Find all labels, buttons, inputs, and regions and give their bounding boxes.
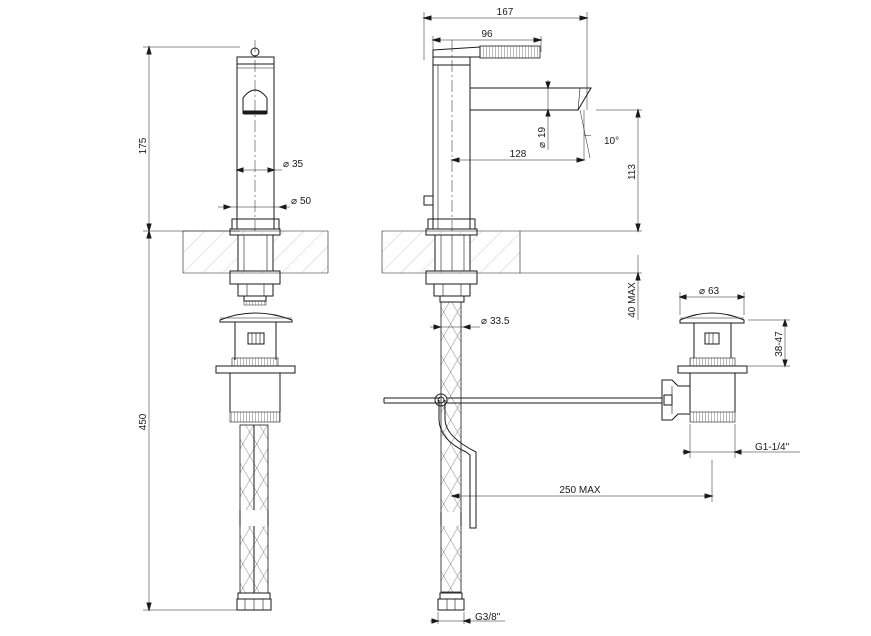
svg-text:⌀: ⌀	[481, 316, 487, 327]
angle-10-label: 10°	[604, 136, 619, 147]
g1-1-4-label: G1-1/4"	[755, 442, 790, 453]
side-view: 167 96 ⌀ 19 10°	[381, 7, 714, 624]
height-450-label: 450	[138, 413, 149, 430]
dia-33-5-label: 33.5	[490, 316, 510, 327]
dia-50-label: 50	[300, 196, 312, 207]
reach-128-label: 128	[510, 149, 527, 160]
waste-detail: ⌀ 63 38-47 G1-1/4"	[661, 286, 800, 458]
svg-text:⌀: ⌀	[283, 159, 289, 170]
dia-35-label: 35	[292, 159, 304, 170]
width-167-label: 167	[497, 7, 514, 18]
range-38-47-label: 38-47	[774, 331, 785, 357]
dia-19-label: 19	[537, 126, 548, 138]
height-175-label: 175	[138, 137, 149, 154]
svg-text:⌀: ⌀	[699, 286, 705, 297]
g3-8-label: G3/8"	[475, 612, 501, 623]
svg-text:⌀: ⌀	[537, 142, 548, 148]
dia-63-label: 63	[708, 286, 720, 297]
reach-250max-label: 250 MAX	[559, 485, 600, 496]
svg-text:⌀: ⌀	[291, 196, 297, 207]
front-view: 175 450 ⌀ 35 ⌀ 50	[138, 40, 329, 612]
deck-40max-label: 40 MAX	[627, 282, 638, 318]
height-113-label: 113	[627, 164, 638, 180]
width-96-label: 96	[481, 29, 493, 40]
